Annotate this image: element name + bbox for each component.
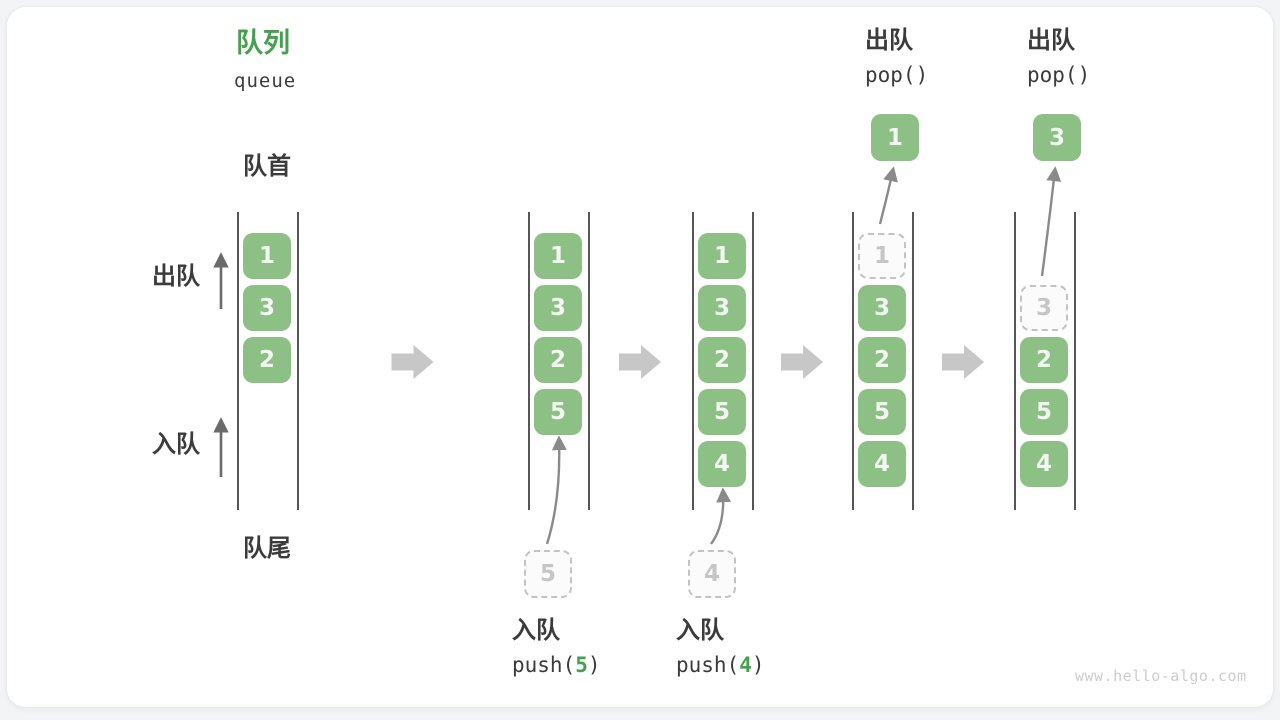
staging-item: 5: [524, 550, 572, 598]
container-wall-right: [752, 212, 754, 510]
container-wall-left: [237, 212, 239, 510]
queue-item-value: 5: [873, 399, 890, 425]
queue-item: 1: [534, 233, 582, 279]
container-wall-left: [852, 212, 854, 510]
queue-item: 1: [698, 233, 746, 279]
watermark: www.hello-algo.com: [1075, 667, 1247, 685]
queue-item: 4: [698, 441, 746, 487]
queue-item: 5: [698, 389, 746, 435]
code-post: ): [751, 653, 765, 677]
staging-item-value: 4: [703, 561, 720, 587]
figure-title-en: queue: [234, 70, 297, 92]
queue-item: 1: [243, 233, 291, 279]
container-wall-left: [692, 212, 694, 510]
figure-title-zh: 队列: [236, 28, 290, 59]
queue-item-value: 5: [549, 399, 566, 425]
popped-item: 3: [1033, 114, 1081, 161]
queue-item-value: 3: [873, 295, 890, 321]
enqueue-op-label: 入队 push(4): [676, 618, 765, 676]
label-queue-rear: 队尾: [243, 534, 291, 562]
container-wall-left: [1014, 212, 1016, 510]
queue-item-value: 3: [549, 295, 566, 321]
queue-item-value: 5: [713, 399, 730, 425]
queue-item: 3: [698, 285, 746, 331]
popped-item-value: 3: [1048, 124, 1065, 151]
queue-item-value: 2: [258, 347, 275, 373]
queue-item: 2: [698, 337, 746, 383]
queue-item-value: 4: [713, 451, 730, 477]
container-wall-right: [912, 212, 914, 510]
dequeue-op-code: pop(): [865, 63, 929, 87]
enqueue-op-code: push(5): [512, 655, 601, 676]
container-wall-right: [588, 212, 590, 510]
code-pre: push(: [676, 653, 740, 677]
queue-item-value: 2: [873, 347, 890, 373]
container-wall-left: [528, 212, 530, 510]
queue-item: 2: [534, 337, 582, 383]
dequeue-op-zh: 出队: [1027, 26, 1075, 54]
queue-item: 5: [858, 389, 906, 435]
queue-item-value: 1: [549, 243, 566, 269]
dequeue-op-zh: 出队: [865, 26, 913, 54]
label-enqueue: 入队: [152, 430, 200, 458]
queue-item: 4: [858, 441, 906, 487]
queue-item: 5: [1020, 389, 1068, 435]
dequeue-op-header: 出队 pop(): [1027, 28, 1090, 86]
queue-item-value: 1: [258, 243, 275, 269]
queue-item: 5: [534, 389, 582, 435]
queue-item: 3: [858, 285, 906, 331]
queue-item-value: 3: [713, 295, 730, 321]
staging-item-value: 5: [539, 561, 556, 587]
queue-item-value: 4: [1035, 451, 1052, 477]
queue-item-value: 4: [873, 451, 890, 477]
queue-item: 2: [1020, 337, 1068, 383]
enqueue-op-zh: 入队: [676, 616, 724, 644]
container-wall-right: [1074, 212, 1076, 510]
queue-item: 3: [243, 285, 291, 331]
label-dequeue: 出队: [152, 262, 200, 290]
container-wall-right: [297, 212, 299, 510]
dequeue-op-code: pop(): [1027, 63, 1091, 87]
queue-item-value: 5: [1035, 399, 1052, 425]
queue-item: 2: [858, 337, 906, 383]
queue-item: 2: [243, 337, 291, 383]
queue-item-removed: 3: [1020, 285, 1068, 331]
queue-item-value: 1: [873, 243, 890, 269]
queue-item-value: 1: [713, 243, 730, 269]
dequeue-op-header: 出队 pop(): [865, 28, 928, 86]
label-queue-front: 队首: [243, 152, 291, 180]
code-pre: push(: [512, 653, 576, 677]
queue-item: 4: [1020, 441, 1068, 487]
queue-item-removed: 1: [858, 233, 906, 279]
enqueue-op-zh: 入队: [512, 616, 560, 644]
enqueue-op-label: 入队 push(5): [512, 618, 601, 676]
queue-item: 3: [534, 285, 582, 331]
code-post: ): [587, 653, 601, 677]
queue-item-value: 2: [713, 347, 730, 373]
queue-item-value: 3: [258, 295, 275, 321]
queue-item-value: 3: [1035, 295, 1052, 321]
figure-card: [6, 6, 1274, 708]
code-arg: 5: [575, 653, 588, 677]
popped-item: 1: [871, 114, 919, 161]
staging-item: 4: [688, 550, 736, 598]
queue-item-value: 2: [1035, 347, 1052, 373]
queue-item-value: 2: [549, 347, 566, 373]
code-arg: 4: [739, 653, 752, 677]
popped-item-value: 1: [886, 124, 903, 151]
enqueue-op-code: push(4): [676, 655, 765, 676]
